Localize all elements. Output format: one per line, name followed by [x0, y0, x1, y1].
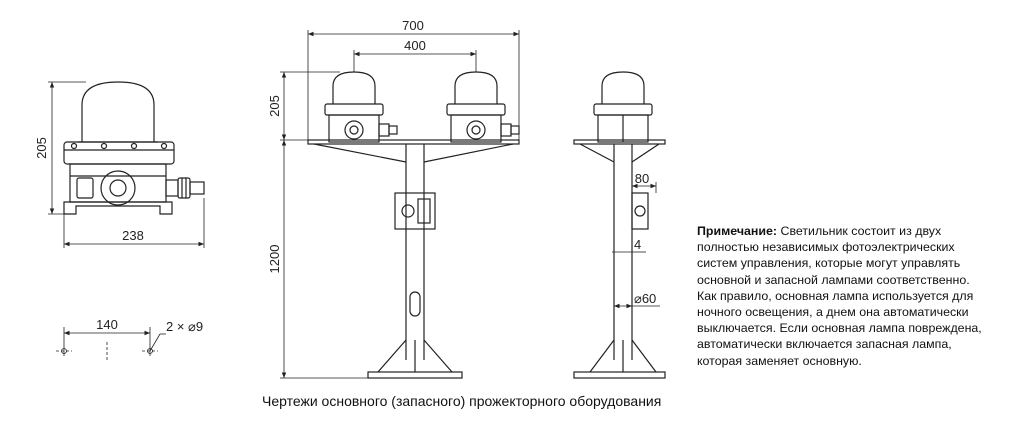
note-text: Светильник состоит из двух полностью нез… [697, 224, 982, 368]
dim-pole-height [280, 139, 368, 379]
dim-lamp-spacing-label: 400 [404, 38, 426, 53]
stand-side-view [573, 71, 666, 379]
dim-side-width-label: 238 [122, 228, 144, 243]
dim-wall-offset-label: 4 [634, 237, 641, 252]
dim-side-height [48, 81, 86, 215]
dim-side-height-label: 205 [34, 137, 49, 159]
drawing-caption: Чертежи основного (запасного) прожекторн… [262, 393, 662, 409]
dim-front-height-label: 205 [267, 95, 282, 117]
dim-top-span [307, 30, 520, 140]
dim-mount-holes-label: 2 × ⌀9 [166, 319, 203, 334]
note-label: Примечание: [697, 224, 778, 238]
stand-front-view [307, 71, 520, 379]
dim-top-span-label: 700 [402, 18, 424, 33]
dim-mount-spacing-label: 140 [96, 317, 118, 332]
lamp-side-view [63, 81, 205, 215]
dim-side-width [63, 198, 205, 248]
dim-front-height [280, 71, 340, 140]
mount-holes-view [56, 327, 166, 360]
dim-pole-height-label: 1200 [267, 245, 282, 274]
note-block: Примечание: Светильник состоит из двух п… [697, 223, 987, 369]
dim-box-depth-label: 80 [635, 171, 649, 186]
dim-pole-diameter-label: ⌀60 [634, 291, 656, 306]
dim-box-depth [631, 182, 657, 193]
dim-lamp-spacing [353, 50, 477, 72]
